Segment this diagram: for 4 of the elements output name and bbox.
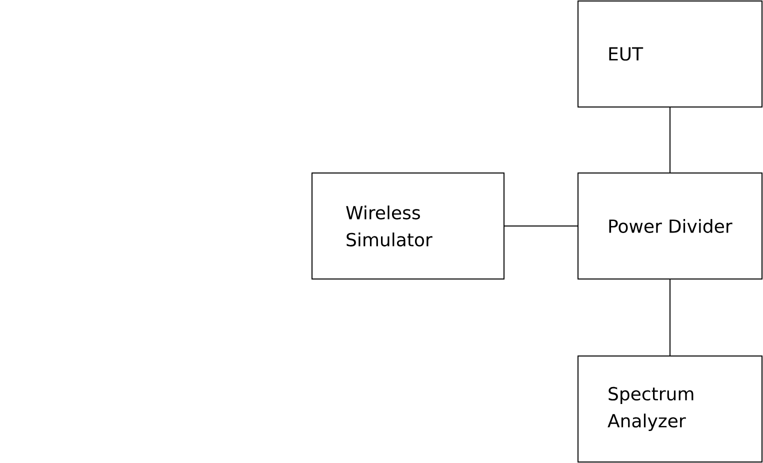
text-box: EUT	[578, 0, 762, 108]
text-box: Power Divider	[578, 172, 762, 280]
text-box: Spectrum Analyzer	[578, 356, 762, 462]
text-box: Wireless Simulator	[312, 172, 504, 280]
